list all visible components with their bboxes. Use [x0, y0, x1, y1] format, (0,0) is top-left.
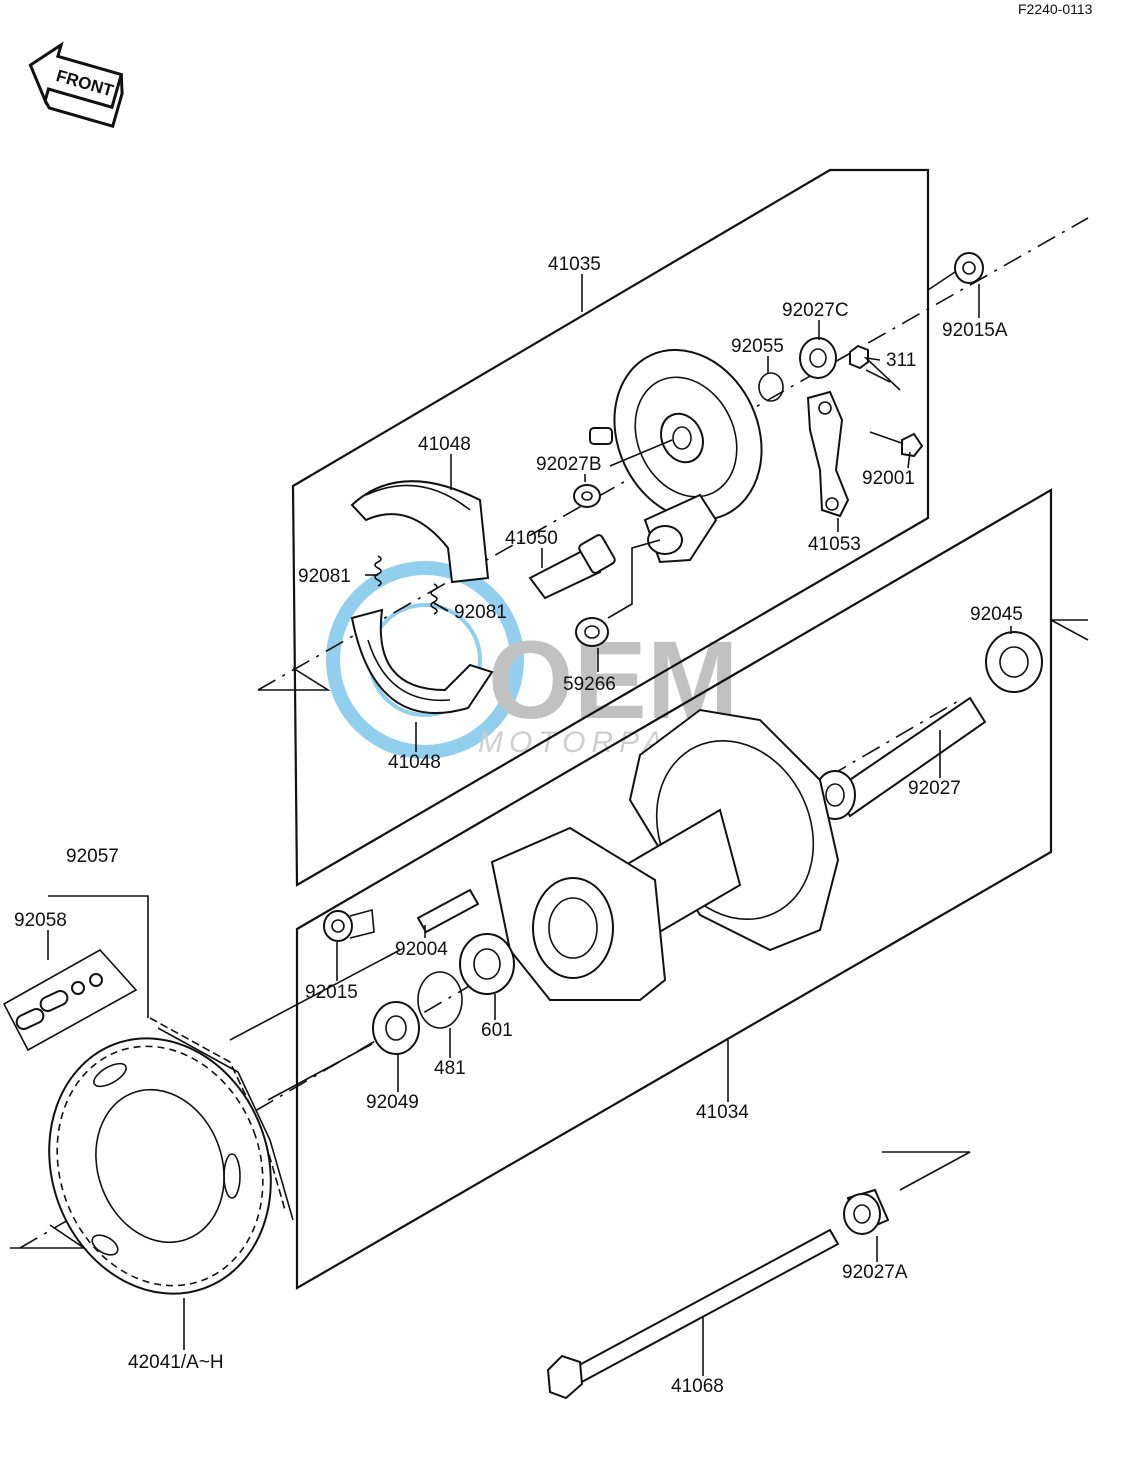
nut-92015a: [954, 252, 984, 284]
leader-lines: [10, 271, 1089, 1376]
bearing-601: [459, 933, 515, 995]
brake-shoe-lower: [350, 608, 494, 714]
brake-cam: [528, 534, 616, 600]
label-92058[interactable]: 92058: [14, 910, 67, 931]
axle-41068: [546, 1228, 840, 1400]
label-92015[interactable]: 92015: [305, 982, 358, 1003]
label-481[interactable]: 481: [434, 1058, 466, 1079]
label-41034[interactable]: 41034: [696, 1102, 749, 1123]
brake-lever: [806, 390, 850, 518]
circlip-481: [417, 971, 463, 1029]
label-92055[interactable]: 92055: [731, 336, 784, 357]
label-41035[interactable]: 41035: [548, 254, 601, 275]
spring-92081-b: [430, 583, 438, 615]
bolt-92001: [869, 431, 924, 458]
stud-92004: [416, 888, 480, 934]
label-92001[interactable]: 92001: [862, 468, 915, 489]
label-92004[interactable]: 92004: [395, 939, 448, 960]
label-41068[interactable]: 41068: [671, 1376, 724, 1397]
collar-92027: [814, 696, 987, 820]
drive-chain: [149, 1017, 294, 1221]
brake-shoe-upper: [350, 480, 490, 584]
seal-59266: [575, 617, 609, 647]
label-92027c[interactable]: 92027C: [782, 300, 849, 321]
bushing-92027b: [573, 427, 613, 508]
front-arrow-icon: FRONT: [28, 41, 124, 129]
seal-92049: [372, 1001, 420, 1055]
collar-92027a: [843, 1188, 890, 1235]
watermark-ring: [326, 561, 524, 759]
label-41048-lower[interactable]: 41048: [388, 752, 441, 773]
master-link-92058: [2, 948, 138, 1052]
label-311[interactable]: 311: [886, 350, 916, 371]
nut-92015: [323, 910, 353, 942]
label-92081-left[interactable]: 92081: [298, 566, 351, 587]
hub-group-box: [295, 488, 1053, 1290]
label-92049[interactable]: 92049: [366, 1092, 419, 1113]
label-92057[interactable]: 92057: [66, 846, 119, 867]
sprocket: [48, 1037, 272, 1295]
drawing-code: F2240-0113: [1018, 1, 1093, 17]
label-601[interactable]: 601: [481, 1020, 513, 1041]
label-59266[interactable]: 59266: [563, 674, 616, 695]
part-labels: 41035 92015A 92027C 92055 311 41048 9202…: [14, 254, 1023, 1397]
wheel-hub: [490, 708, 840, 1001]
label-41050[interactable]: 41050: [505, 528, 558, 549]
label-92045[interactable]: 92045: [970, 604, 1023, 625]
label-92027[interactable]: 92027: [908, 778, 961, 799]
label-92027b[interactable]: 92027B: [536, 454, 602, 475]
label-41053[interactable]: 41053: [808, 534, 861, 555]
brake-group-box: [291, 168, 930, 887]
brake-panel: [613, 348, 763, 564]
label-92081-right[interactable]: 92081: [454, 602, 507, 623]
bushing-92027c: [799, 337, 837, 379]
bearing-92045: [985, 631, 1043, 693]
nut-311: [849, 344, 869, 370]
label-41048-upper[interactable]: 41048: [418, 434, 471, 455]
label-92015a[interactable]: 92015A: [942, 320, 1008, 341]
label-92027a[interactable]: 92027A: [842, 1262, 908, 1283]
o-ring: [758, 372, 784, 402]
label-42041[interactable]: 42041/A~H: [128, 1352, 224, 1373]
spring-92081-a: [374, 555, 382, 587]
